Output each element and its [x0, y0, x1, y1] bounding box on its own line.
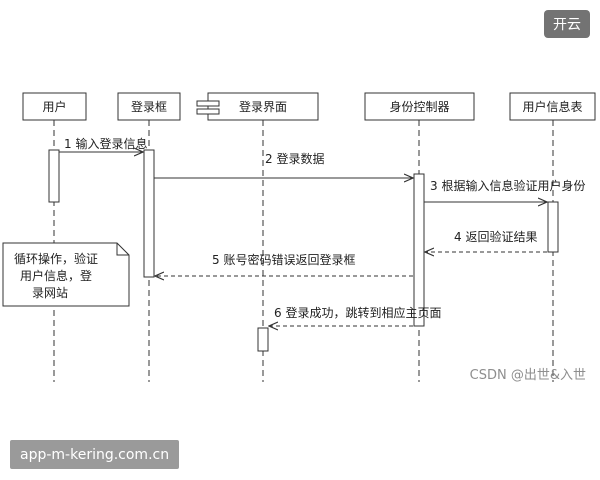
- message-4: 4 返回验证结果: [425, 229, 547, 252]
- source-watermark: CSDN @出世&入世: [469, 368, 586, 383]
- participant-label-login-ui: 登录界面: [239, 99, 287, 114]
- message-1: 1 输入登录信息: [59, 136, 147, 152]
- participant-label-user: 用户: [42, 99, 66, 114]
- message-6-label: 6 登录成功，跳转到相应主页面: [274, 305, 441, 320]
- activation-identity-controller: [413, 173, 425, 327]
- message-3: 3 根据输入信息验证用户身份: [424, 178, 585, 202]
- message-5: 5 账号密码错误返回登录框: [155, 252, 413, 276]
- loop-note: 循环操作，验证 用户信息，登 录网站: [2, 242, 130, 307]
- activation-login-ui: [257, 327, 269, 352]
- message-1-label: 1 输入登录信息: [64, 136, 147, 151]
- brand-badge: 开云: [544, 10, 590, 38]
- message-3-label: 3 根据输入信息验证用户身份: [430, 178, 585, 193]
- message-6: 6 登录成功，跳转到相应主页面: [269, 305, 441, 326]
- message-5-label: 5 账号密码错误返回登录框: [212, 252, 355, 267]
- message-2-label: 2 登录数据: [265, 151, 324, 166]
- participant-login-box: 登录框: [117, 92, 181, 121]
- message-4-label: 4 返回验证结果: [454, 229, 537, 244]
- participant-label-identity-controller: 身份控制器: [389, 99, 449, 114]
- participant-login-ui: 登录界面: [196, 92, 319, 121]
- participant-user: 用户: [22, 92, 87, 121]
- activation-login-box: [143, 149, 155, 278]
- participant-user-info-table: 用户信息表: [509, 92, 596, 121]
- note-line-2: 用户信息，登: [20, 268, 92, 283]
- note-line-1: 循环操作，验证: [14, 251, 98, 266]
- participant-label-login-box: 登录框: [131, 99, 167, 114]
- participant-label-user-info-table: 用户信息表: [522, 99, 582, 114]
- note-line-3: 录网站: [32, 286, 68, 300]
- activation-user: [48, 149, 60, 203]
- message-2: 2 登录数据: [154, 151, 413, 178]
- activation-user-info-table: [547, 201, 559, 253]
- participant-identity-controller: 身份控制器: [364, 92, 475, 121]
- url-badge: app-m-kering.com.cn: [10, 440, 180, 469]
